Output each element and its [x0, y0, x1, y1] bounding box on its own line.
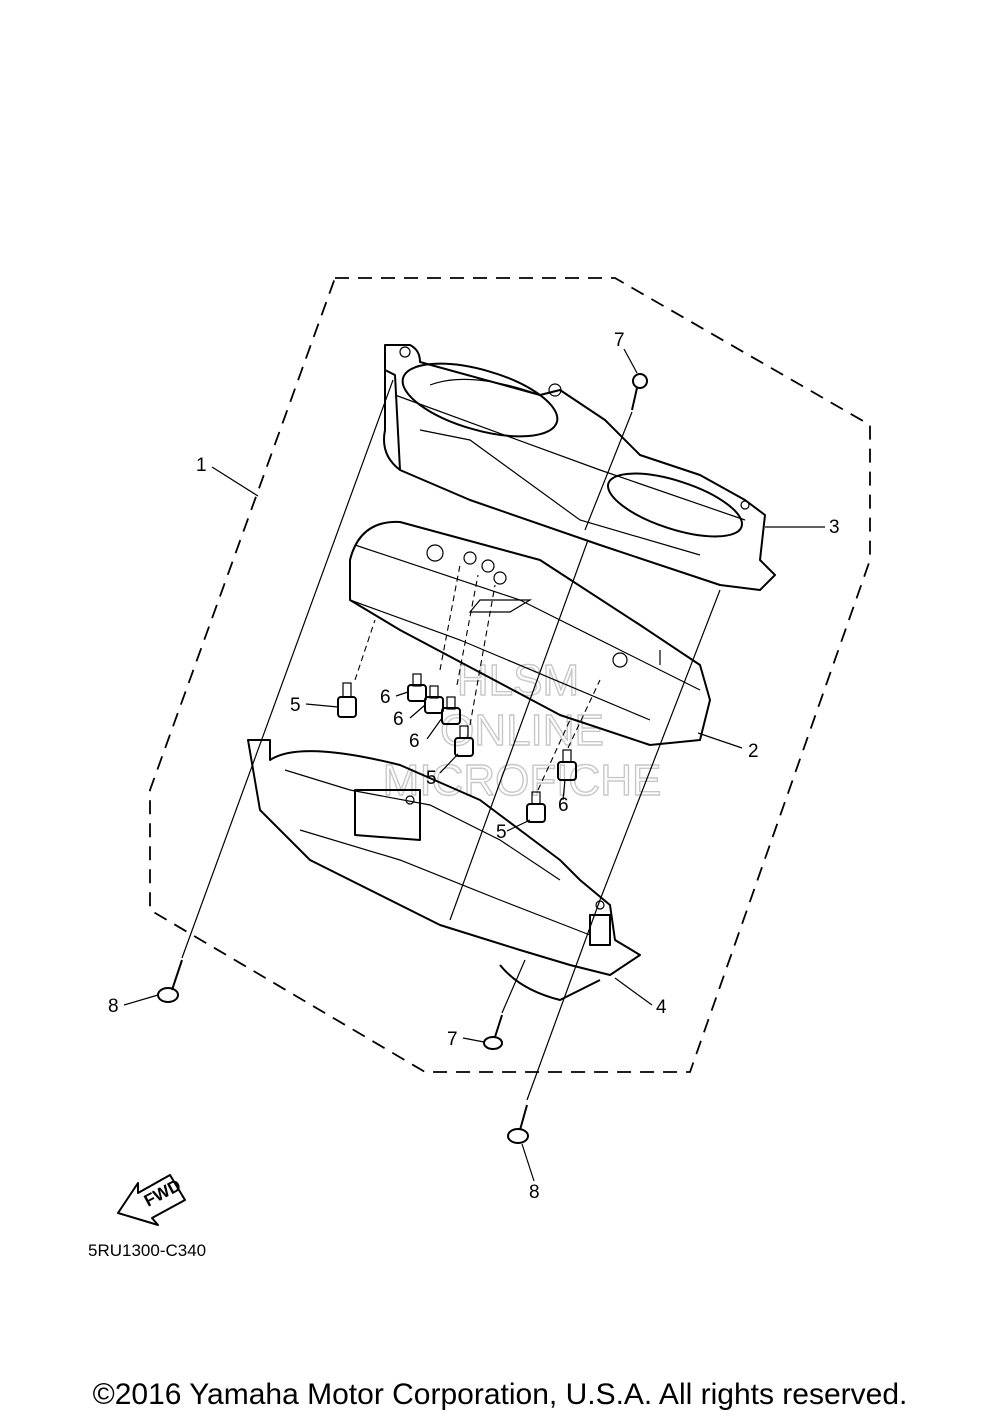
svg-text:FWD: FWD: [141, 1176, 184, 1211]
bulb-socket-5c: [526, 791, 546, 823]
watermark: HLSM ONLINE MICROFICHE: [382, 655, 662, 805]
callout-6: 6: [558, 795, 569, 816]
meter-upper-case: [383, 344, 776, 591]
meter-body: [349, 520, 711, 746]
bulb-socket-6a: [407, 673, 427, 702]
bulb-socket-6c: [441, 696, 461, 725]
copyright-footer: ©2016 Yamaha Motor Corporation, U.S.A. A…: [92, 1378, 908, 1411]
callout-2: 2: [748, 741, 759, 762]
screw-7-top: [631, 373, 648, 411]
callouts: 1 2 3 4 5 5 5 6 6 6 6 7 7 8 8: [108, 330, 840, 1203]
callout-1: 1: [196, 455, 207, 476]
assembly-lines: [181, 379, 721, 1101]
screw-8-bottom: [507, 1104, 529, 1144]
callout-5: 5: [290, 695, 301, 716]
screw-8-left: [157, 959, 183, 1003]
callout-7: 7: [447, 1029, 458, 1050]
callout-6: 6: [380, 687, 391, 708]
bulb-socket-5a: [337, 682, 357, 718]
callout-6: 6: [409, 731, 420, 752]
callout-4: 4: [656, 997, 667, 1018]
callout-5: 5: [496, 822, 507, 843]
svg-text:ONLINE: ONLINE: [440, 706, 604, 755]
svg-text:MICROFICHE: MICROFICHE: [383, 756, 662, 805]
drawing-code: 5RU1300-C340: [88, 1241, 206, 1260]
bulb-socket-5b: [454, 725, 474, 757]
svg-text:HLSM: HLSM: [457, 656, 579, 705]
fwd-arrow-icon: FWD: [117, 1174, 186, 1226]
assembly-boundary: [149, 277, 871, 1073]
callout-6: 6: [393, 709, 404, 730]
screw-7-bottom: [483, 1014, 503, 1050]
callout-8: 8: [108, 996, 119, 1017]
bulb-socket-6d: [557, 749, 577, 781]
callout-8: 8: [529, 1182, 540, 1203]
callout-5: 5: [426, 768, 437, 789]
callout-7: 7: [614, 330, 625, 351]
callout-3: 3: [829, 517, 840, 538]
leader-lines: [123, 348, 825, 1182]
meter-lower-case: [247, 739, 641, 1001]
